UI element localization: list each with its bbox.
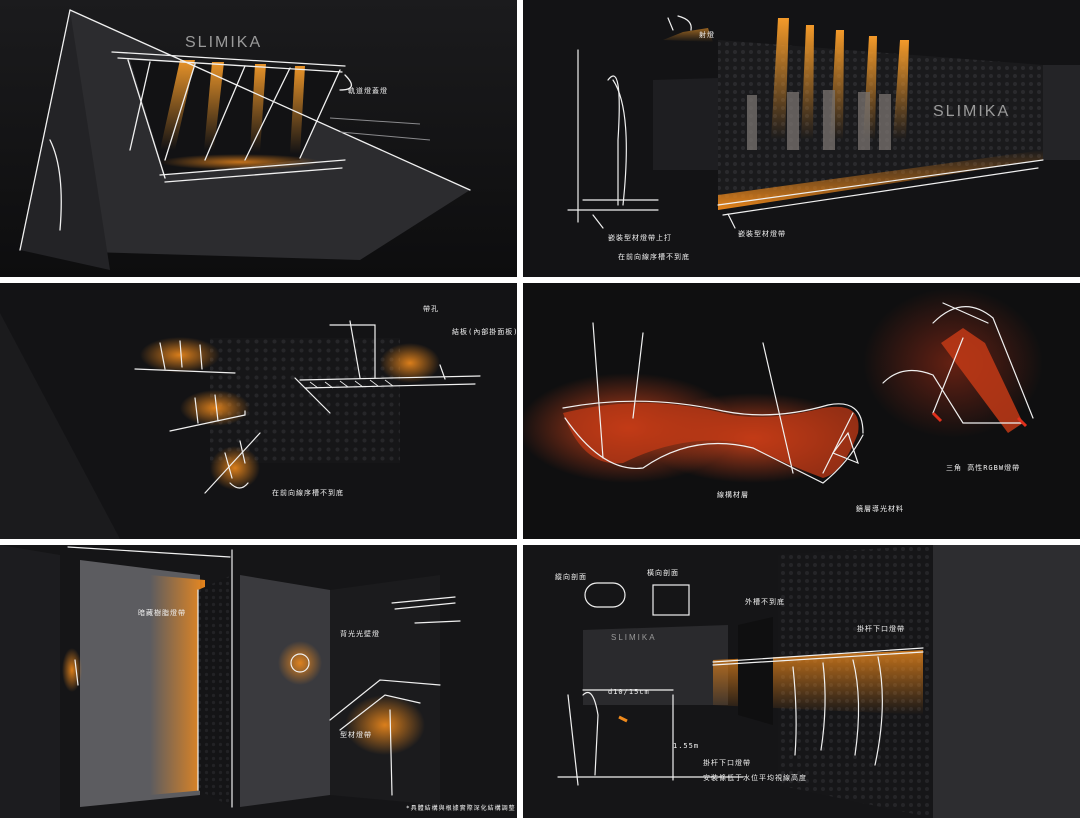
glow-bench-sketch [523,283,1080,539]
profile-strip-label-2: 型材燈帶 [340,731,372,739]
slot-label: 外槽不到底 [745,598,785,606]
acrylic-label: 鏡層導光材料 [856,505,904,513]
height-dimension: 1.55m [673,742,700,750]
sketch-panel-storefront: SLIMIKA 軌道燈蓋燈 [0,0,517,277]
storefront-brand-logo: SLIMIKA [185,34,263,51]
lightbox-label: 軌道燈蓋燈 [348,87,388,95]
install-height-label: 安裝條低于水位平均視線高度 [703,774,807,782]
corridor-sketch [0,545,517,818]
sketch-panel-glow-bench: 線構材層 鏡層導光材料 三角 高性RGBW燈帶 [523,283,1080,539]
sketch-panel-mannequin-wall: SLIMIKA 射燈 嵌裝型材燈帶上打 在前向線序槽不到底 嵌裝型材燈帶 [523,0,1080,277]
profile-strip-label: 嵌裝型材燈帶 [738,230,786,238]
structure-footnote: *具體結構與根據實際深化結構調整 [406,805,516,812]
sketch-panel-garment-rail: 縱向剖面 橫向剖面 外槽不到底 掛杆下口燈帶 d10/15cm 1.55m 掛杆… [523,545,1080,818]
depth-dimension: d10/15cm [608,688,650,696]
shelves-sketch [0,283,517,539]
storefront-sketch [0,0,517,277]
sketch-panel-shelves: 帶孔 結板(內部掛面板) 在前向線序槽不到底 [0,283,517,539]
rgbw-strip-label: 三角 高性RGBW燈帶 [946,464,1021,472]
horizontal-section-label: 橫向剖面 [647,569,679,577]
back-wall-brand: SLIMIKA [611,633,657,642]
wall-lamp-label: 背光光壁燈 [340,630,380,638]
pipe-label: 帶孔 [423,305,439,313]
vertical-section-label: 縱向剖面 [555,573,587,581]
mannequin-wall-sketch [523,0,1080,277]
wall-brand-logo: SLIMIKA [933,103,1011,120]
rail-strip-label-2: 掛杆下口燈帶 [703,759,751,767]
hidden-strip-label: 暗藏樹脂燈帶 [138,609,186,617]
bottom-groove-label: 在前向線序槽不到底 [272,489,344,497]
sketch-panel-corridor: 暗藏樹脂燈帶 背光光壁燈 型材燈帶 *具體結構與根據實際深化結構調整 [0,545,517,818]
shelf-board-label: 結板(內部掛面板) [452,328,517,336]
garment-rail-sketch [523,545,1080,818]
hidden-groove-label: 在前向線序槽不到底 [618,253,690,261]
lamp-label: 嵌裝型材燈帶上打 [608,234,672,242]
spotlight-label: 射燈 [699,31,715,39]
rail-strip-label: 掛杆下口燈帶 [857,625,905,633]
frame-label: 線構材層 [717,491,749,499]
